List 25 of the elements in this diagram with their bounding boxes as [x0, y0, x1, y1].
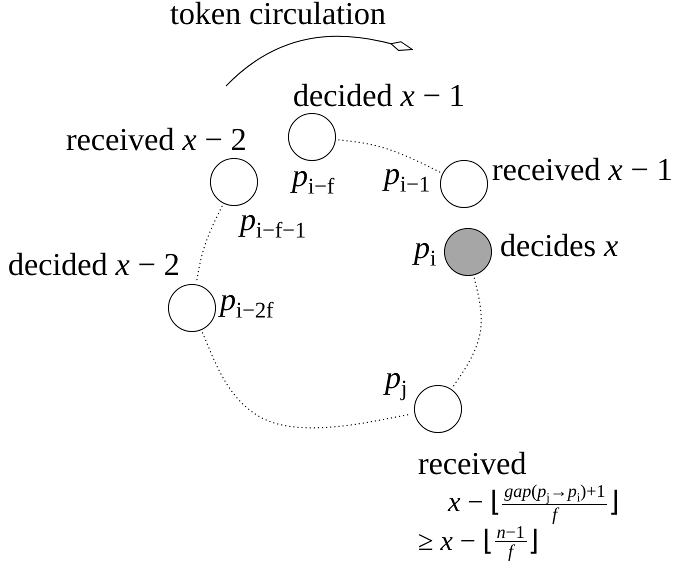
state-label: decided x − 1	[293, 78, 465, 114]
fraction-numerator: gap(p$_{j}$→p$_{i}$)+1	[502, 482, 608, 506]
state-label: received	[418, 446, 526, 482]
formula-text: ⌋	[528, 528, 539, 556]
formula-text: ⌋	[608, 488, 620, 517]
ring-connector	[452, 278, 482, 388]
formula-text: ≥ x − ⌊	[418, 528, 494, 556]
fraction-denominator: f	[552, 505, 558, 524]
process-label: p$_{i−1}$	[384, 156, 430, 198]
process-label: p$_{i−2f}$	[220, 282, 274, 324]
fraction-denominator: f	[508, 542, 514, 560]
process-node	[414, 228, 618, 276]
process-label: p$_{i}$	[414, 230, 436, 272]
ring-connector	[338, 139, 440, 173]
state-label: received x − 2	[66, 122, 247, 158]
formula-text: x − ⌊	[448, 488, 502, 517]
process-label: p$_{i−f−1}$	[240, 202, 306, 244]
annotation-text: token circulation	[170, 0, 386, 32]
state-label: received x − 1	[492, 152, 673, 188]
ring-connector	[196, 206, 223, 282]
state-label: decided x − 2	[8, 247, 180, 282]
state-label: decides x	[500, 228, 618, 264]
process-label: p$_{j}$	[385, 360, 408, 402]
fraction-numerator: n−1	[494, 523, 527, 542]
process-label: p$_{i−f}$	[292, 158, 334, 200]
